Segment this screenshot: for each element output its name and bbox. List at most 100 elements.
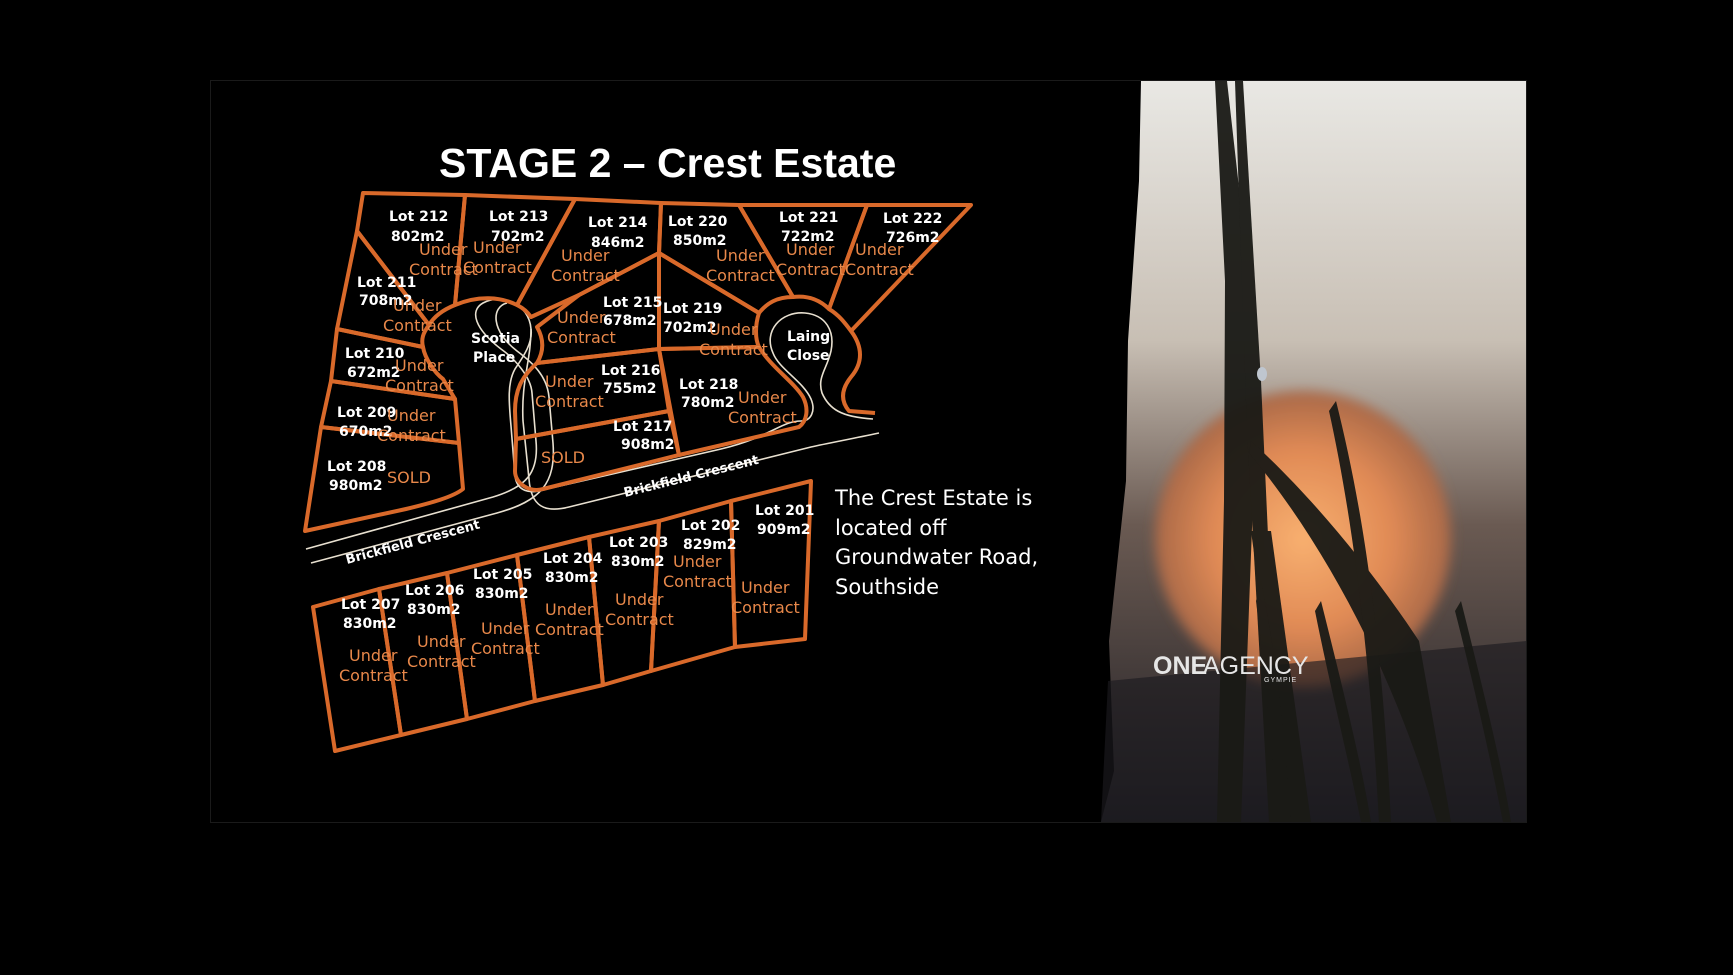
street-label-brickfield-west: Brickfield Crescent: [344, 518, 482, 568]
lot-216-area: 755m2: [603, 381, 657, 397]
description-line-3: Groundwater Road,: [835, 545, 1038, 569]
slide: ONE AGENCY GYMPIE STAGE 2 – Crest Estate: [210, 80, 1527, 823]
lot-213-status-line-1: Under: [473, 238, 522, 257]
lot-202-status-line-2: Contract: [663, 572, 732, 591]
street-label-place: Place: [473, 350, 515, 366]
lot-202-status-line-1: Under: [673, 552, 722, 571]
lot-201-status-line-2: Contract: [731, 598, 800, 617]
lot-222-name: Lot 222: [883, 211, 942, 227]
lot-221-name: Lot 221: [779, 210, 838, 226]
lot-207-area: 830m2: [343, 616, 397, 632]
lot-212-status-line-2: Contract: [409, 260, 478, 279]
lot-206-area: 830m2: [407, 602, 461, 618]
lot-218-status-line-1: Under: [738, 388, 787, 407]
lot-217-area: 908m2: [621, 437, 675, 453]
lot-215-name: Lot 215: [603, 295, 662, 311]
street-label-brickfield-east: Brickfield Crescent: [622, 453, 760, 501]
lot-213-name: Lot 213: [489, 209, 548, 225]
lot-213-status-line-2: Contract: [463, 258, 532, 277]
lot-208-outline: [303, 425, 465, 533]
lot-218-outline: [657, 345, 809, 457]
lot-218-name: Lot 218: [679, 377, 738, 393]
lot-219-name: Lot 219: [663, 301, 722, 317]
lot-222-outline: [827, 203, 973, 333]
street-label-laing: Laing: [787, 329, 830, 345]
lot-203-status-line-2: Contract: [605, 610, 674, 629]
estate-description: The Crest Estate is located off Groundwa…: [834, 486, 1038, 599]
lot-216-name: Lot 216: [601, 363, 660, 379]
lot-207-name: Lot 207: [341, 597, 400, 613]
lot-206-status-line-2: Contract: [407, 652, 476, 671]
lot-205-status-line-1: Under: [481, 619, 530, 638]
lot-210-outline: [329, 327, 457, 401]
lot-215-status-line-1: Under: [557, 308, 606, 327]
lot-212-area: 802m2: [391, 229, 445, 245]
one-agency-logo: ONE AGENCY GYMPIE: [1153, 652, 1309, 684]
lot-outlines: [303, 191, 973, 753]
lot-203-name: Lot 203: [609, 535, 668, 551]
sunset-grass-photo: ONE AGENCY GYMPIE: [1101, 81, 1526, 822]
lot-215-status-line-2: Contract: [547, 328, 616, 347]
lot-219-area: 702m2: [663, 320, 717, 336]
lot-220-area: 850m2: [673, 233, 727, 249]
lot-210-name: Lot 210: [345, 346, 405, 362]
lot-206-name: Lot 206: [405, 583, 464, 599]
brand-location: GYMPIE: [1264, 677, 1297, 684]
lot-222-area: 726m2: [886, 230, 940, 246]
lot-204-area: 830m2: [545, 570, 599, 586]
lot-209-area: 670m2: [339, 424, 393, 440]
lot-205-area: 830m2: [475, 586, 529, 602]
lot-207-status-line-2: Contract: [339, 666, 408, 685]
lot-221-area: 722m2: [781, 229, 835, 245]
lot-202-area: 829m2: [683, 537, 737, 553]
lot-210-area: 672m2: [347, 365, 401, 381]
description-line-1: The Crest Estate is: [834, 486, 1032, 510]
lot-202-name: Lot 202: [681, 518, 740, 534]
description-line-4: Southside: [835, 575, 939, 599]
water-droplet: [1257, 367, 1267, 381]
lot-210-status-line-1: Under: [395, 356, 444, 375]
brand-agency: AGENCY: [1203, 652, 1309, 680]
grass-blades: [1215, 81, 1511, 822]
lot-206-status-line-1: Under: [417, 632, 466, 651]
lot-208-area: 980m2: [329, 478, 383, 494]
lot-204-name: Lot 204: [543, 551, 603, 567]
lot-214-status-line-2: Contract: [551, 266, 620, 285]
lot-204-status-line-1: Under: [545, 600, 594, 619]
lot-217-name: Lot 217: [613, 419, 672, 435]
lot-213-area: 702m2: [491, 229, 545, 245]
laing-close-lot-edge: [841, 329, 876, 415]
lot-201-name: Lot 201: [755, 503, 814, 519]
lot-219-status-line-2: Contract: [699, 340, 768, 359]
lot-216-status-line-1: Under: [545, 372, 594, 391]
lot-221-status-line-2: Contract: [776, 260, 845, 279]
lot-211-area: 708m2: [359, 293, 413, 309]
lot-217-status: SOLD: [541, 448, 585, 467]
description-line-2: located off: [835, 516, 947, 540]
lot-209-name: Lot 209: [337, 405, 396, 421]
lot-209-status-line-1: Under: [387, 406, 436, 425]
estate-map: ONE AGENCY GYMPIE STAGE 2 – Crest Estate: [303, 81, 1526, 822]
lot-201-area: 909m2: [757, 522, 811, 538]
lot-220-status-line-1: Under: [716, 246, 765, 265]
lot-214-name: Lot 214: [588, 215, 648, 231]
lot-218-status-line-2: Contract: [728, 408, 797, 427]
lot-205-status-line-2: Contract: [471, 639, 540, 658]
lot-212-name: Lot 212: [389, 209, 448, 225]
lot-218-area: 780m2: [681, 395, 735, 411]
lot-201-status-line-1: Under: [741, 578, 790, 597]
lot-207-status-line-1: Under: [349, 646, 398, 665]
lot-221-status-line-1: Under: [786, 240, 835, 259]
lot-208-status: SOLD: [387, 468, 431, 487]
street-label-scotia: Scotia: [471, 331, 520, 347]
brand-one: ONE: [1153, 652, 1207, 680]
lot-211-name: Lot 211: [357, 275, 416, 291]
lot-203-area: 830m2: [611, 554, 665, 570]
lot-203-status-line-1: Under: [615, 590, 664, 609]
lot-209-status-line-2: Contract: [377, 426, 446, 445]
lot-220-name: Lot 220: [668, 214, 728, 230]
lot-204-status-line-2: Contract: [535, 620, 604, 639]
lot-211-status-line-2: Contract: [383, 316, 452, 335]
lot-217-outline: [513, 409, 681, 492]
